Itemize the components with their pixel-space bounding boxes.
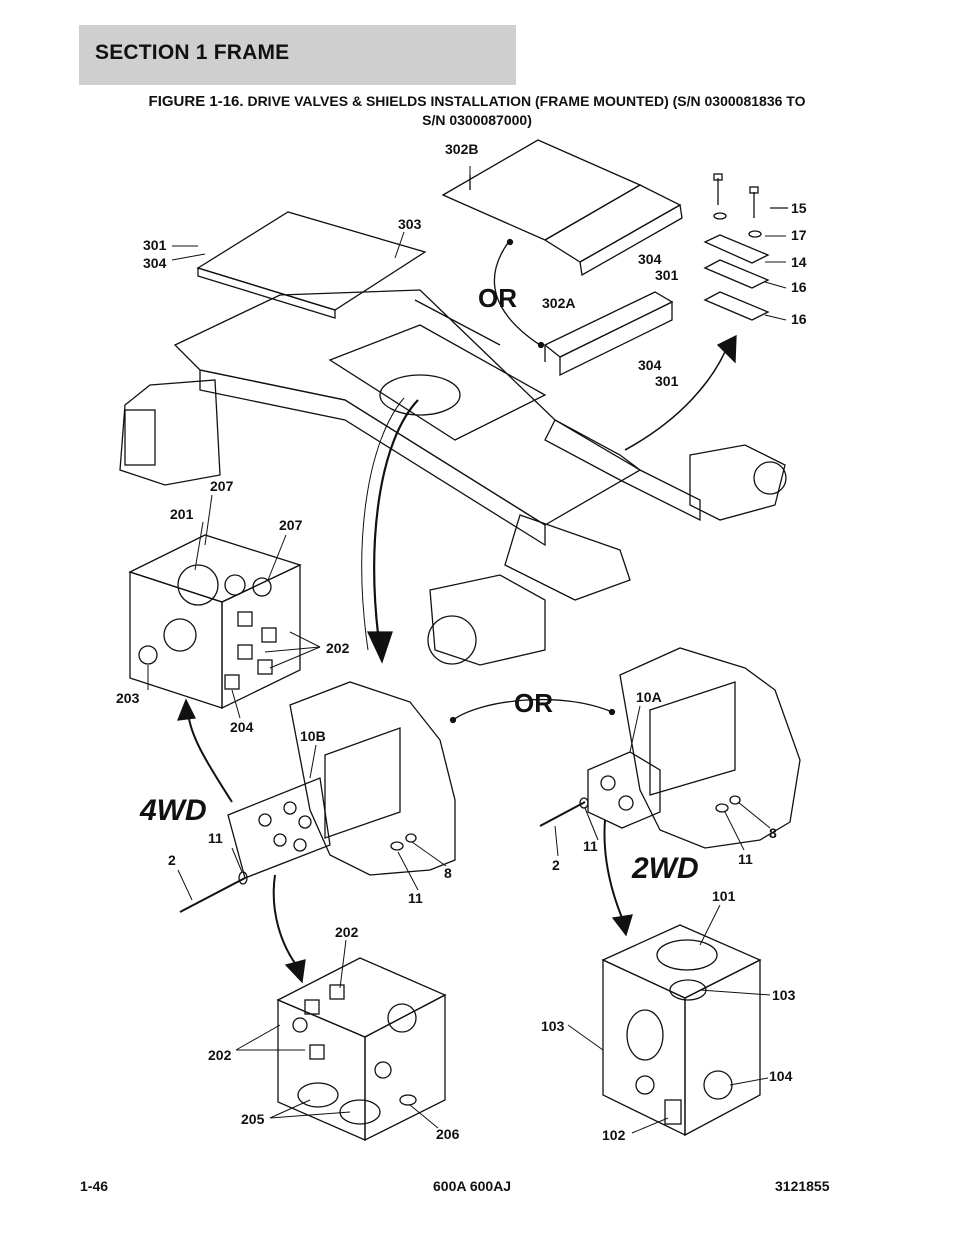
section-header: SECTION 1 FRAME	[79, 25, 516, 85]
callout-2: 2	[168, 852, 176, 868]
callout-104: 104	[769, 1068, 793, 1084]
4wd-marker: 4WD	[139, 794, 207, 827]
cover-bracket-302A	[543, 291, 674, 377]
callout-103: 103	[772, 987, 796, 1003]
callout-202: 202	[208, 1047, 232, 1063]
callout-11: 11	[738, 851, 753, 867]
callout-15: 15	[791, 200, 807, 216]
model-number: 600A 600AJ	[433, 1178, 512, 1194]
callout-101: 101	[712, 888, 736, 904]
callout-304: 304	[638, 251, 662, 267]
callout-14: 14	[791, 254, 807, 270]
callout-301: 301	[655, 267, 679, 283]
part-number: 3121855	[775, 1178, 830, 1194]
hardware-stack	[703, 173, 788, 321]
callout-207: 207	[210, 478, 234, 494]
callout-301: 301	[655, 373, 679, 389]
2wd-marker: 2WD	[631, 852, 699, 885]
callout-102: 102	[602, 1127, 626, 1143]
callout-11: 11	[583, 838, 598, 854]
callout-203: 203	[116, 690, 140, 706]
valve-block-2wd	[601, 924, 762, 1137]
figure-number: FIGURE 1-16.	[148, 93, 244, 110]
figure-title-line2: S/N 0300087000)	[422, 112, 532, 128]
callout-202: 202	[335, 924, 359, 940]
or-marker: OR	[478, 283, 517, 313]
callout-8: 8	[769, 825, 777, 841]
callout-202: 202	[326, 640, 350, 656]
callout-301: 301	[143, 237, 167, 253]
or-marker: OR	[514, 688, 553, 718]
callout-206: 206	[436, 1126, 460, 1142]
callout-10B: 10B	[300, 728, 326, 744]
figure-caption: FIGURE 1-16. DRIVE VALVES & SHIELDS INST…	[0, 92, 954, 130]
callout-11: 11	[208, 830, 223, 846]
page-number: 1-46	[80, 1178, 109, 1194]
callout-205: 205	[241, 1111, 265, 1127]
callout-302B: 302B	[445, 141, 478, 157]
callout-16: 16	[791, 311, 807, 327]
callout-16: 16	[791, 279, 807, 295]
callout-8: 8	[444, 865, 452, 881]
callout-2: 2	[552, 857, 560, 873]
manifold-10B	[179, 681, 456, 913]
callout-207: 207	[279, 517, 303, 533]
cover-plate-302B	[441, 139, 683, 277]
callout-302A: 302A	[542, 295, 575, 311]
callout-17: 17	[791, 227, 807, 243]
valve-block-4wd-upper	[128, 534, 302, 710]
callout-201: 201	[170, 506, 194, 522]
callout-204: 204	[230, 719, 254, 735]
figure-title-line1: DRIVE VALVES & SHIELDS INSTALLATION (FRA…	[247, 93, 806, 109]
chassis-frame	[119, 289, 787, 666]
cover-plate-303	[196, 211, 427, 319]
section-title: SECTION 1 FRAME	[95, 41, 290, 64]
valve-block-4wd-lower	[276, 957, 447, 1142]
manifold-10A	[539, 647, 801, 849]
callout-303: 303	[398, 216, 422, 232]
callout-10A: 10A	[636, 689, 662, 705]
callout-103: 103	[541, 1018, 565, 1034]
callout-304: 304	[638, 357, 662, 373]
callout-11: 11	[408, 890, 423, 906]
callout-304: 304	[143, 255, 167, 271]
